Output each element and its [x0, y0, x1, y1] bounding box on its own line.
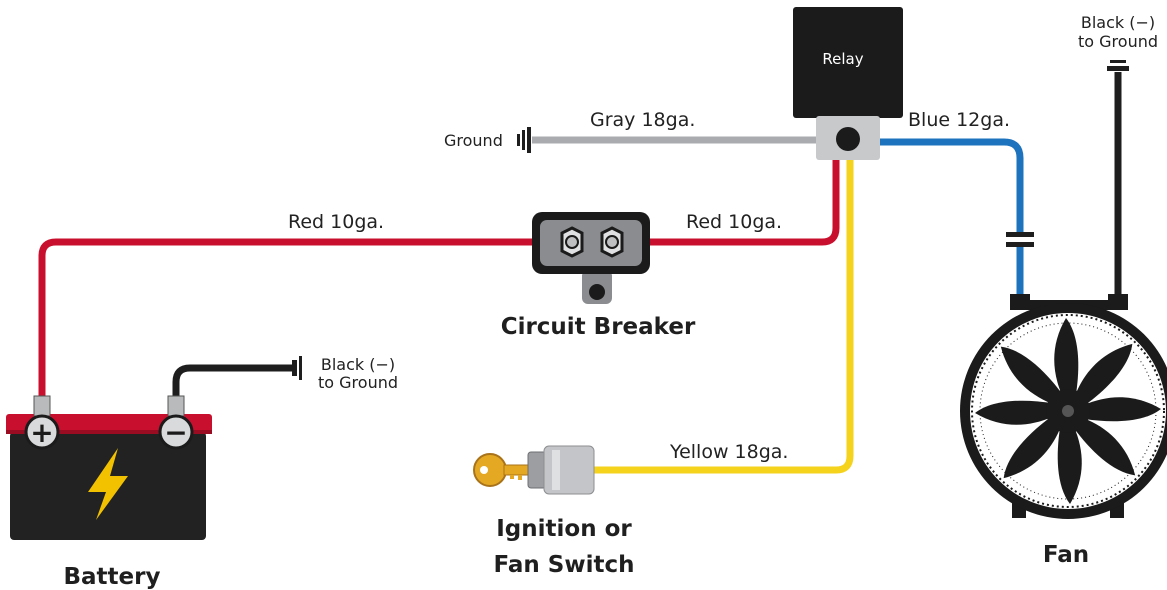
- battery-ground-label-line1: Black (−): [321, 355, 395, 374]
- battery-ground-symbol: [292, 356, 302, 380]
- relay-terminal: [836, 127, 860, 151]
- minus-sign: −: [164, 416, 187, 449]
- gray-wire-label: Gray 18ga.: [590, 109, 695, 131]
- labels: Ground Gray 18ga. Blue 12ga. Red 10ga. R…: [64, 13, 1158, 590]
- battery-label: Battery: [64, 564, 161, 590]
- relay-ground-symbol: [517, 127, 531, 153]
- key-icon: [473, 453, 531, 487]
- breaker-terminal-left: [560, 226, 584, 258]
- ground-left-label: Ground: [444, 131, 503, 150]
- fan-blades-icon: [975, 318, 1161, 504]
- red-wire-right-label: Red 10ga.: [686, 211, 782, 233]
- ignition-label-line2: Fan Switch: [494, 552, 635, 578]
- negative-terminal-icon: [158, 414, 194, 450]
- blue-wire: [880, 138, 1024, 298]
- lightning-bolt-icon: [88, 448, 128, 520]
- plus-sign: +: [30, 416, 53, 449]
- red-wire-right: [642, 158, 840, 246]
- switch-barrel: [543, 445, 595, 495]
- ignition-switch: [473, 445, 595, 495]
- red-wire-left-label: Red 10ga.: [288, 211, 384, 233]
- blue-wire-label: Blue 12ga.: [908, 109, 1010, 131]
- wires: [38, 72, 1122, 474]
- ignition-label-line1: Ignition or: [496, 516, 632, 542]
- fan-ground-label-line1: Black (−): [1081, 13, 1155, 32]
- relay-label: Relay: [822, 50, 863, 68]
- yellow-wire: [592, 158, 854, 474]
- battery-ground-wire: [172, 364, 292, 398]
- battery-ground-label-line2: to Ground: [318, 373, 398, 392]
- relay-body: [793, 7, 903, 118]
- positive-terminal-icon: [24, 414, 60, 450]
- breaker-terminal-right: [600, 226, 624, 258]
- battery: + −: [6, 395, 212, 540]
- fan: [960, 294, 1167, 519]
- relay: Relay: [793, 7, 903, 160]
- red-wire-left: [38, 238, 540, 398]
- circuit-breaker: [532, 212, 650, 304]
- yellow-wire-label: Yellow 18ga.: [669, 441, 788, 463]
- circuit-breaker-label: Circuit Breaker: [501, 314, 696, 340]
- fan-ground-terminal: [1107, 60, 1129, 71]
- blue-wire-connector: [1006, 232, 1034, 247]
- fan-ground-label-line2: to Ground: [1078, 32, 1158, 51]
- fan-label: Fan: [1043, 542, 1089, 568]
